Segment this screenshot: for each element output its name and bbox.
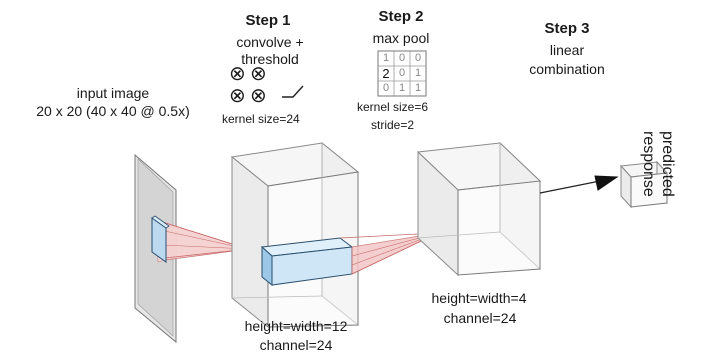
layer1-channel-label: channel=24: [259, 337, 333, 353]
step3-title: Step 3: [544, 20, 590, 37]
convolve-icon-3: ⊗: [229, 85, 246, 107]
maxpool-grid: [377, 50, 427, 97]
step2-desc: max pool: [372, 30, 430, 46]
grid-cell: 1: [414, 67, 422, 79]
input-label-line2: 20 x 20 (40 x 40 @ 0.5x): [36, 103, 190, 119]
output-arrow: [539, 175, 619, 194]
grid-cell: 0: [414, 52, 422, 64]
layer1-dims-label: height=width=12: [244, 318, 348, 334]
output-label-line2: response: [640, 131, 657, 197]
layer1-cube: [230, 141, 360, 329]
step3-desc-line2: combination: [529, 61, 605, 77]
step1-desc-line1: convolve +: [236, 34, 304, 50]
threshold-icon: [282, 85, 304, 98]
output-cube: [619, 160, 669, 209]
grid-cell: 0: [398, 67, 406, 79]
layer2-channel-label: channel=24: [443, 310, 517, 326]
step1-desc-line2: threshold: [241, 51, 299, 67]
step2-stride-label: stride=2: [371, 118, 415, 132]
convolve-icon-2: ⊗: [250, 63, 267, 85]
grid-cell: 1: [398, 82, 406, 94]
grid-cell: 1: [382, 52, 390, 64]
step1-kernel-label: kernel size=24: [222, 112, 300, 126]
convolve-icon-4: ⊗: [250, 85, 267, 107]
grid-cell: 0: [398, 52, 406, 64]
grid-cell-max: 2: [382, 66, 390, 81]
output-label-line1: predicted: [659, 131, 676, 197]
grid-cell: 0: [382, 82, 390, 94]
output-label: predicted response: [639, 131, 677, 251]
layer2-dims-label: height=width=4: [431, 290, 527, 306]
step3-desc-line1: linear: [549, 42, 585, 58]
step2-kernel-label: kernel size=6: [357, 100, 429, 114]
input-label-line1: input image: [76, 85, 150, 101]
grid-cell: 1: [414, 82, 422, 94]
step1-title: Step 1: [245, 12, 291, 29]
input-kernel-patch: [151, 215, 170, 263]
step2-title: Step 2: [378, 8, 424, 25]
layer2-cube: [416, 141, 542, 277]
convolve-icon-1: ⊗: [229, 63, 246, 85]
